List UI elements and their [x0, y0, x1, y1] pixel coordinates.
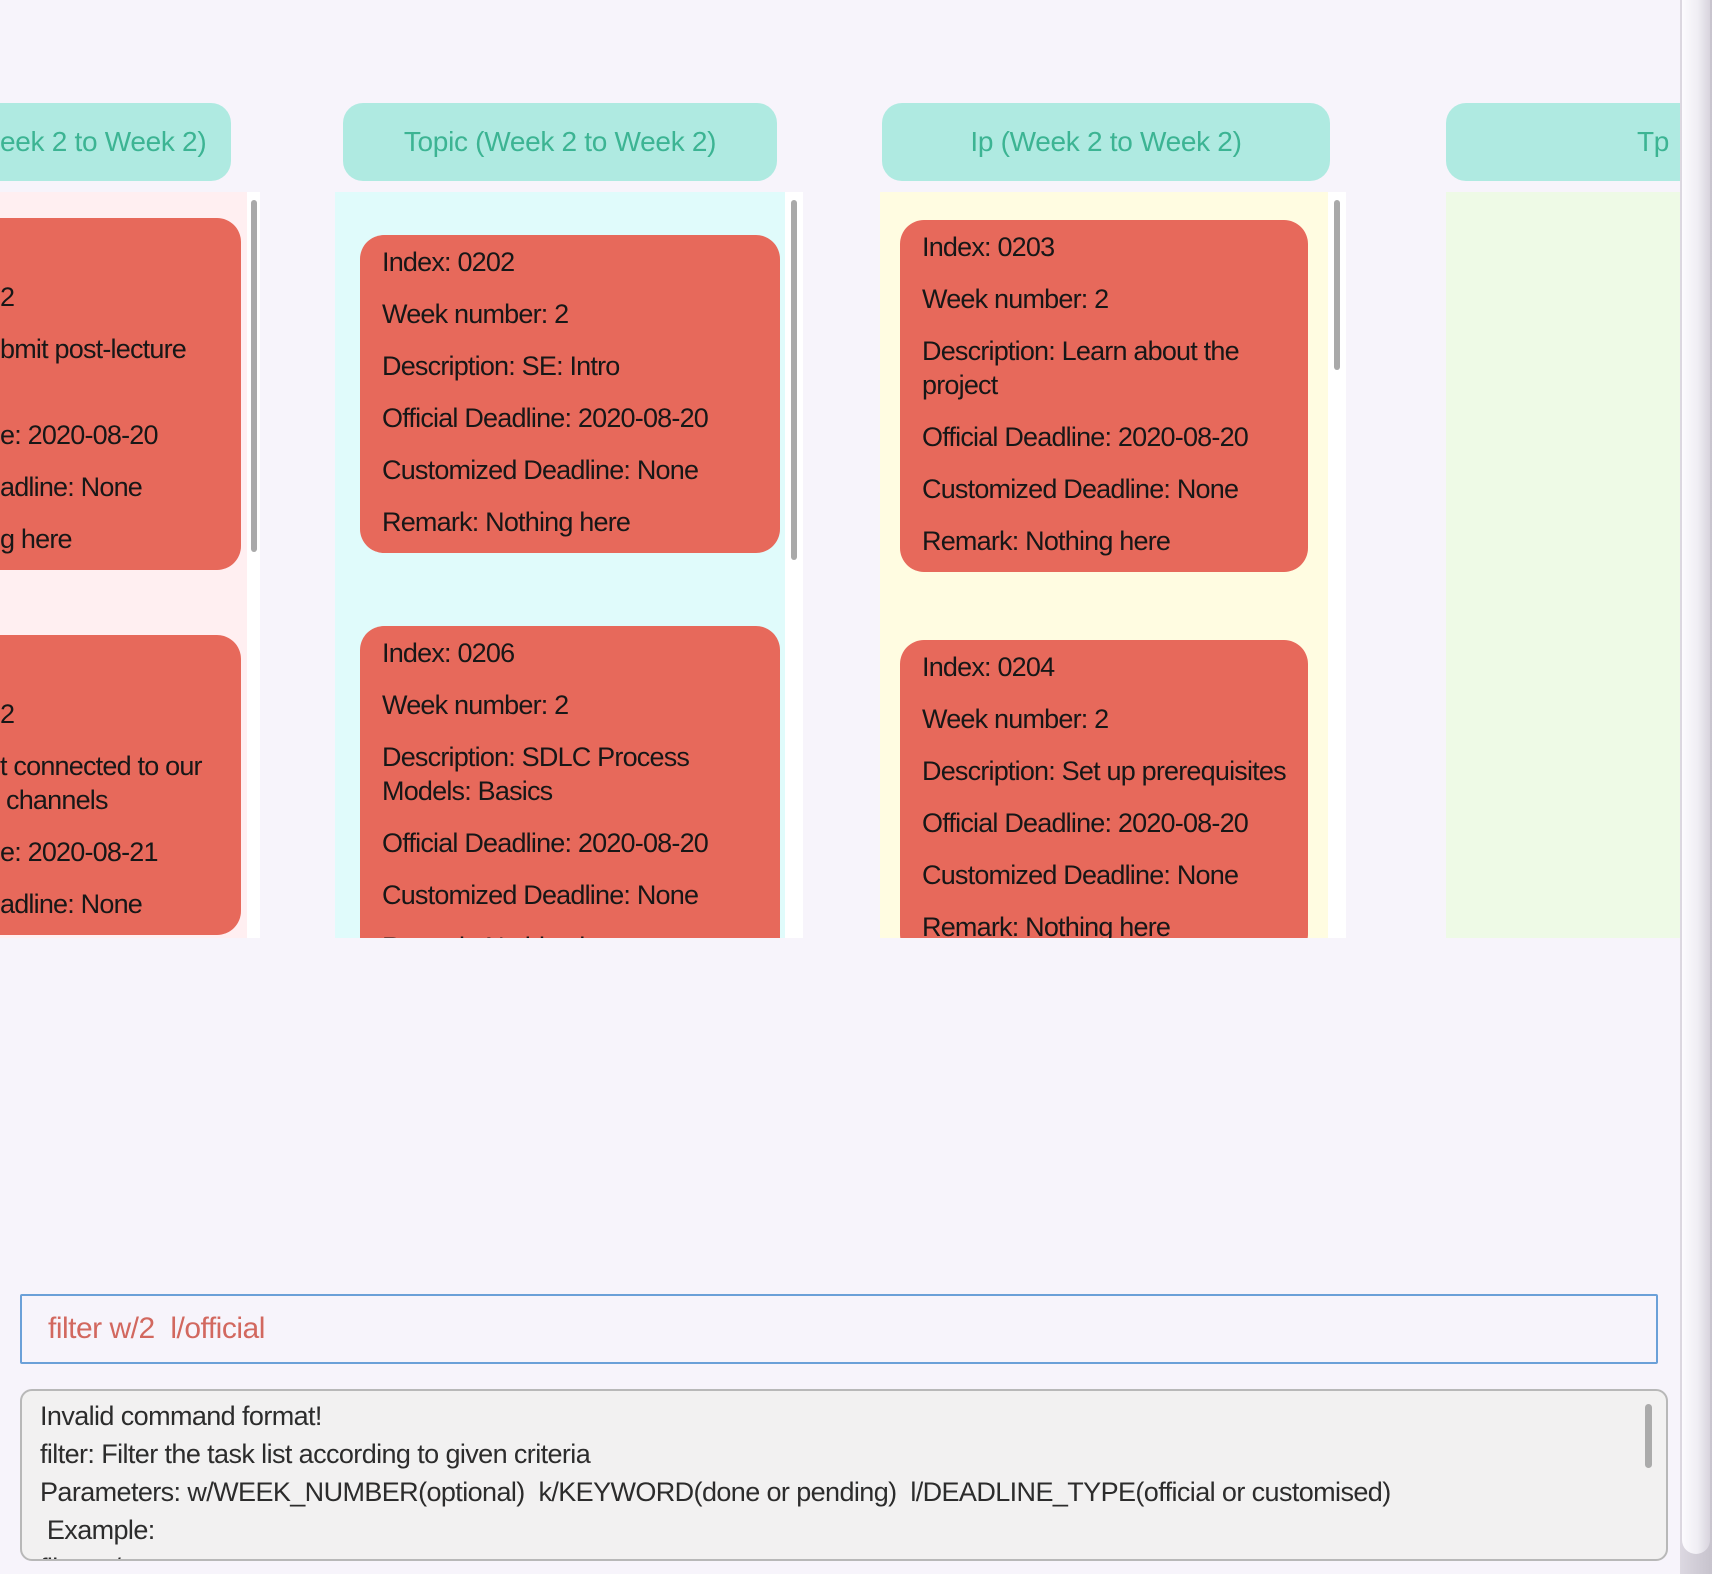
result-line: filter w/ [40, 1551, 1620, 1559]
task-line: Week number: 2 [922, 284, 1109, 314]
task-line: adline: None [0, 472, 143, 502]
task-line [0, 645, 219, 679]
task-line: e: 2020-08-20 [0, 420, 159, 450]
task-line: Remark: Nothing here [382, 930, 758, 938]
column-ip-scrollbar-track[interactable] [1328, 192, 1346, 938]
task-line: Description: SDLC Process [382, 742, 690, 772]
task-line: Models: Basics [382, 776, 553, 806]
result-line: Parameters: w/WEEK_NUMBER(optional) k/KE… [40, 1477, 1391, 1507]
task-line: project [922, 370, 998, 400]
column-header-1-label: eek 2 to Week 2) [0, 126, 207, 157]
task-line [0, 228, 219, 262]
task-card[interactable]: Index: 0202 Week number: 2 Description: … [360, 235, 780, 553]
result-line: filter: Filter the task list according t… [40, 1439, 591, 1469]
window-scrollbar-track[interactable] [1680, 0, 1712, 1574]
task-line: Remark: Nothing here [382, 507, 631, 537]
column-topic-scrollbar-track[interactable] [785, 192, 803, 938]
task-card[interactable]: Index: 0203 Week number: 2 Description: … [900, 220, 1308, 572]
task-line: Index: 0206 [382, 638, 515, 668]
task-card[interactable]: Index: 0206 Week number: 2 Description: … [360, 626, 780, 938]
column-1-scrollbar-track[interactable] [247, 192, 260, 938]
task-line: g here [0, 524, 73, 554]
column-header-ip-label: Ip (Week 2 to Week 2) [970, 126, 1242, 157]
task-line: adline: None [0, 889, 143, 919]
task-line: Week number: 2 [382, 690, 569, 720]
column-1-scrollbar-thumb[interactable] [250, 200, 257, 552]
column-header-topic: Topic (Week 2 to Week 2) [343, 103, 777, 181]
task-card[interactable]: 2 bmit post-lecture e: 2020-08-20 adline… [0, 218, 241, 570]
column-header-1: eek 2 to Week 2) [0, 103, 231, 181]
result-scrollbar-thumb[interactable] [1645, 1404, 1652, 1468]
result-line: Example: [40, 1515, 155, 1545]
task-line: Customized Deadline: None [382, 455, 699, 485]
column-topic-list[interactable]: Index: 0202 Week number: 2 Description: … [335, 192, 785, 938]
task-card[interactable]: 2 t connected to our channels e: 2020-08… [0, 635, 241, 935]
task-line: channels [6, 785, 108, 815]
task-line: Week number: 2 [382, 299, 569, 329]
column-header-tp: Tp [1446, 103, 1712, 181]
task-line: Customized Deadline: None [382, 880, 699, 910]
result-display[interactable]: Invalid command format! filter: Filter t… [20, 1389, 1668, 1561]
task-line: Official Deadline: 2020-08-20 [382, 403, 709, 433]
task-line: Official Deadline: 2020-08-20 [922, 422, 1249, 452]
column-ip-scrollbar-thumb[interactable] [1334, 200, 1340, 370]
command-input[interactable] [20, 1294, 1658, 1364]
column-header-tp-label: Tp [1637, 126, 1670, 157]
task-line: Index: 0204 [922, 652, 1055, 682]
task-line: e: 2020-08-21 [0, 837, 159, 867]
task-line: Official Deadline: 2020-08-20 [382, 828, 709, 858]
task-line: Remark: Nothing here [922, 912, 1171, 938]
task-line: 2 [0, 699, 15, 729]
column-topic-scrollbar-thumb[interactable] [791, 200, 797, 560]
task-card[interactable]: Index: 0204 Week number: 2 Description: … [900, 640, 1308, 938]
task-line: bmit post-lecture [0, 334, 187, 364]
column-header-ip: Ip (Week 2 to Week 2) [882, 103, 1330, 181]
window-scrollbar-thumb[interactable] [1682, 0, 1710, 1554]
task-line: 2 [0, 282, 15, 312]
task-line: Customized Deadline: None [922, 474, 1239, 504]
column-1-list[interactable]: 2 bmit post-lecture e: 2020-08-20 adline… [0, 192, 247, 938]
result-line: Invalid command format! [40, 1401, 322, 1431]
task-line: Customized Deadline: None [922, 860, 1239, 890]
task-line: Index: 0202 [382, 247, 515, 277]
task-line: Official Deadline: 2020-08-20 [922, 808, 1249, 838]
column-tp-list[interactable] [1446, 192, 1712, 938]
task-line: Week number: 2 [922, 704, 1109, 734]
task-line: Description: Set up prerequisites [922, 756, 1287, 786]
task-line: Remark: Nothing here [922, 526, 1171, 556]
task-line: t connected to our [0, 751, 203, 781]
task-line: Description: SE: Intro [382, 351, 620, 381]
task-line: Description: Learn about the [922, 336, 1240, 366]
task-line: Index: 0203 [922, 232, 1055, 262]
task-line [0, 366, 219, 400]
column-ip-list[interactable]: Index: 0203 Week number: 2 Description: … [880, 192, 1328, 938]
column-header-topic-label: Topic (Week 2 to Week 2) [403, 126, 717, 157]
